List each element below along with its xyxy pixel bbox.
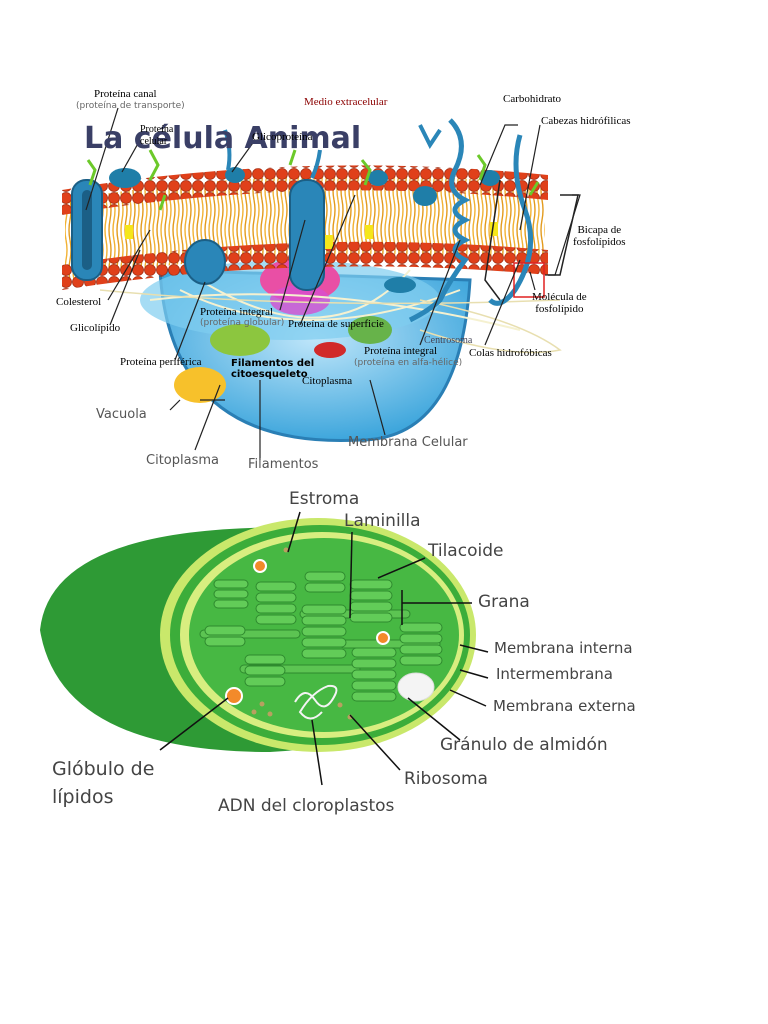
label-adn-cloroplastos: ADN del cloroplastos (218, 796, 395, 816)
granum-3 (304, 571, 346, 593)
label-ribosoma: Ribosoma (404, 769, 488, 789)
label-proteina-integral-sub: (proteína globular) (200, 318, 285, 328)
label-medio-extracelular: Medio extracelular (304, 96, 388, 108)
label-vacuola: Vacuola (96, 407, 147, 422)
animal-cell-illustration (62, 107, 581, 460)
granum-5 (301, 604, 347, 659)
cell-title: La célula Animal (84, 121, 362, 156)
integral-protein (289, 179, 325, 291)
label-colesterol: Colesterol (56, 296, 102, 308)
granum-9 (351, 647, 397, 702)
animal-cell-diagram: La célula Animal Proteína canal (proteín… (0, 0, 768, 490)
phospholipid-highlight (513, 262, 545, 298)
label-centrosoma: Centrosoma (424, 335, 473, 346)
label-membrana-celular: Membrana Celular (348, 435, 468, 450)
label-granulo-almidon: Gránulo de almidón (440, 735, 608, 755)
label-membrana-interna: Membrana interna (494, 639, 633, 657)
label-proteina-periferica: Proteína periférica (120, 356, 202, 368)
label-filamentos: Filamentos (248, 457, 319, 472)
chloroplast-diagram: Estroma Laminilla Tilacoide Grana Membra… (0, 490, 768, 830)
label-intermembrana: Intermembrana (496, 665, 613, 683)
label-citoplasma: Citoplasma (146, 453, 219, 468)
label-bicapa: Bicapa de fosfolípidos (573, 224, 626, 249)
label-grana: Grana (478, 592, 530, 612)
label-proteina-superficie: Proteína de superficie (288, 318, 384, 330)
label-proteina-integral: Proteína integral (200, 306, 274, 318)
peripheral-protein (184, 239, 226, 285)
label-colas: Colas hidrofóbicas (469, 347, 552, 359)
granum-7 (204, 625, 246, 647)
label-proteina-integral-2: Proteína integral (364, 345, 438, 357)
label-carbohidrato: Carbohidrato (503, 93, 562, 105)
label-proteina-2b: celular (140, 136, 168, 147)
label-citoplasma-mid: Citoplasma (302, 375, 353, 387)
label-proteina-2a: Proteína (140, 124, 174, 135)
granum-4 (349, 579, 393, 623)
starch-granule (397, 672, 435, 702)
label-proteina-canal-sub: (proteína de transporte) (76, 101, 185, 111)
label-molecula: Molécula de fosfolípido (532, 291, 587, 316)
label-membrana-externa: Membrana externa (493, 697, 636, 715)
label-laminilla: Laminilla (344, 511, 421, 531)
granum-2 (255, 581, 297, 625)
grana-stacks (204, 571, 443, 702)
granum-6 (399, 622, 443, 666)
chloroplast-illustration (40, 511, 489, 786)
label-proteina-canal: Proteína canal (94, 88, 157, 100)
label-glicoproteina: Glicoproteína (252, 131, 313, 143)
label-cabezas: Cabezas hidrófilicas (541, 115, 631, 127)
label-filamentos-citoesqueleto: Filamentos del citoesqueleto (231, 358, 315, 380)
label-glicolipido: Glicolípido (70, 322, 121, 334)
label-proteina-integral-2-sub: (proteína en alfa-hélice) (354, 358, 463, 368)
lipid-globule (225, 687, 243, 705)
alpha-helix-protein (408, 118, 471, 323)
label-estroma: Estroma (289, 489, 360, 509)
granum-1 (213, 579, 249, 609)
label-tilacoide: Tilacoide (428, 541, 504, 561)
chloroplast-dna (294, 684, 338, 720)
label-globulo-lipidos: Glóbulo de lípidos (52, 758, 155, 808)
granum-8 (244, 654, 286, 687)
